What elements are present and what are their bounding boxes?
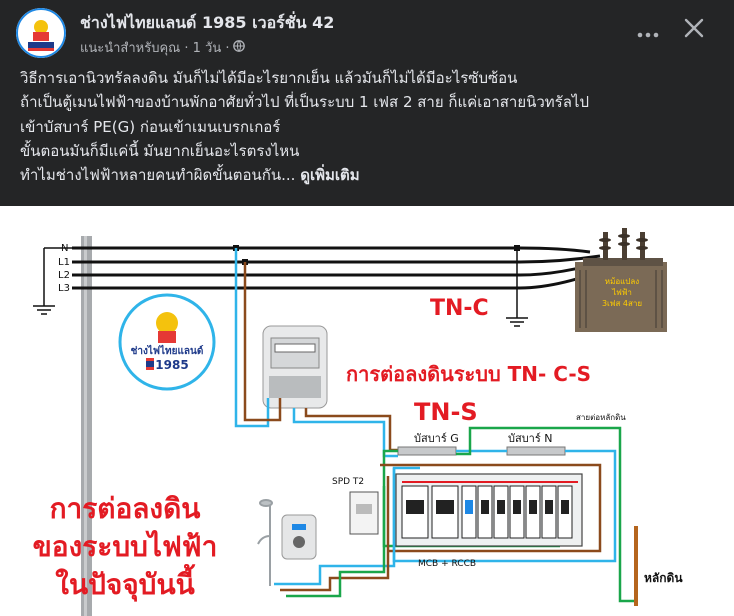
close-icon — [684, 18, 704, 42]
caption-line: วิธีการเอานิวทรัลลงดิน มันก็ไม่ได้มีอะไร… — [20, 69, 518, 87]
tncs-heading: การต่อลงดินระบบ TN- C-S — [346, 362, 591, 386]
post-image[interactable]: N L1 L2 L3 หม้อแปลง ไฟฟ้า 3เฟส 4 — [0, 206, 734, 616]
water-heater — [281, 514, 317, 560]
close-button[interactable] — [676, 12, 712, 48]
busbar-g — [397, 446, 457, 456]
caption-line-last: ทำไมช่างไฟฟ้าหลายคนทำผิดขั้นตอนกัน... ดู… — [20, 163, 720, 187]
line-label-l3: L3 — [58, 283, 70, 294]
caption-line: ทำไมช่างไฟฟ้าหลายคนทำผิดขั้นตอนกัน... — [20, 166, 296, 185]
busbar-g-label: บัสบาร์ G — [414, 432, 459, 445]
breakers — [401, 481, 578, 539]
post-caption: วิธีการเอานิวทรัลลงดิน มันก็ไม่ได้มีอะไร… — [20, 66, 720, 187]
ground-wire-label: สายต่อหลักดิน — [576, 413, 626, 422]
electric-meter — [262, 325, 328, 409]
wiring-diagram: N L1 L2 L3 หม้อแปลง ไฟฟ้า 3เฟส 4 — [33, 228, 683, 616]
ground-rod — [634, 526, 638, 606]
more-options-button[interactable] — [626, 16, 670, 46]
page-name-link[interactable]: ช่างไฟไทยแลนด์ 1985 เวอร์ชั่น 42 — [80, 13, 335, 32]
tn-s-label: TN-S — [414, 398, 478, 426]
post-meta: แนะนำสำหรับคุณ · 1 วัน · — [80, 37, 246, 58]
globe-icon — [233, 39, 246, 56]
line-label-l1: L1 — [58, 257, 70, 268]
tn-c-label: TN-C — [430, 296, 489, 321]
overhead-lines — [72, 246, 621, 290]
busbar-n — [506, 446, 566, 456]
post-meta-text[interactable]: แนะนำสำหรับคุณ · 1 วัน · — [80, 41, 230, 56]
caption-line: ขั้นตอนมันก็มีแค่นี้ มันยากเย็นอะไรตรงไห… — [20, 141, 300, 160]
mcb-rccb-label: MCB + RCCB — [418, 559, 476, 569]
ground-symbol-tnc — [506, 317, 528, 327]
busbar-n-label: บัสบาร์ N — [508, 432, 553, 445]
transformer-label: ไฟฟ้า — [611, 288, 632, 297]
caption-line: ถ้าเป็นตู้เมนไฟฟ้าของบ้านพักอาศัยทั่วไป … — [20, 93, 589, 112]
big-text-line: ของระบบไฟฟ้า — [33, 530, 218, 563]
shower-head — [257, 499, 273, 586]
transformer: หม้อแปลง ไฟฟ้า 3เฟส 4สาย — [575, 228, 667, 332]
post-header: ช่างไฟไทยแลนด์ 1985 เวอร์ชั่น 42 แนะนำสำ… — [0, 0, 734, 64]
logo-year: 1985 — [155, 358, 188, 372]
ground-rod-label: หลักดิน — [644, 571, 683, 585]
big-text-line: การต่อลงดิน — [50, 492, 201, 525]
line-label-n: N — [61, 243, 68, 254]
see-more-link[interactable]: ดูเพิ่มเติม — [300, 166, 360, 185]
page-avatar[interactable] — [16, 8, 66, 58]
channel-logo: ช่างไฟไทยแลนด์ 1985 — [118, 293, 216, 391]
line-label-l2: L2 — [58, 270, 70, 281]
caption-line: เข้าบัสบาร์ PE(G) ก่อนเข้าเมนเบรกเกอร์ — [20, 117, 281, 136]
logo-text: ช่างไฟไทยแลนด์ — [131, 344, 204, 357]
big-text-line: ในปัจจุบันนี้ — [55, 563, 195, 602]
transformer-label: 3เฟส 4สาย — [602, 299, 642, 308]
transformer-label: หม้อแปลง — [605, 277, 639, 286]
spd-label: SPD T2 — [332, 477, 364, 487]
more-horizontal-icon — [637, 19, 659, 43]
ground-symbol-left — [33, 305, 55, 315]
